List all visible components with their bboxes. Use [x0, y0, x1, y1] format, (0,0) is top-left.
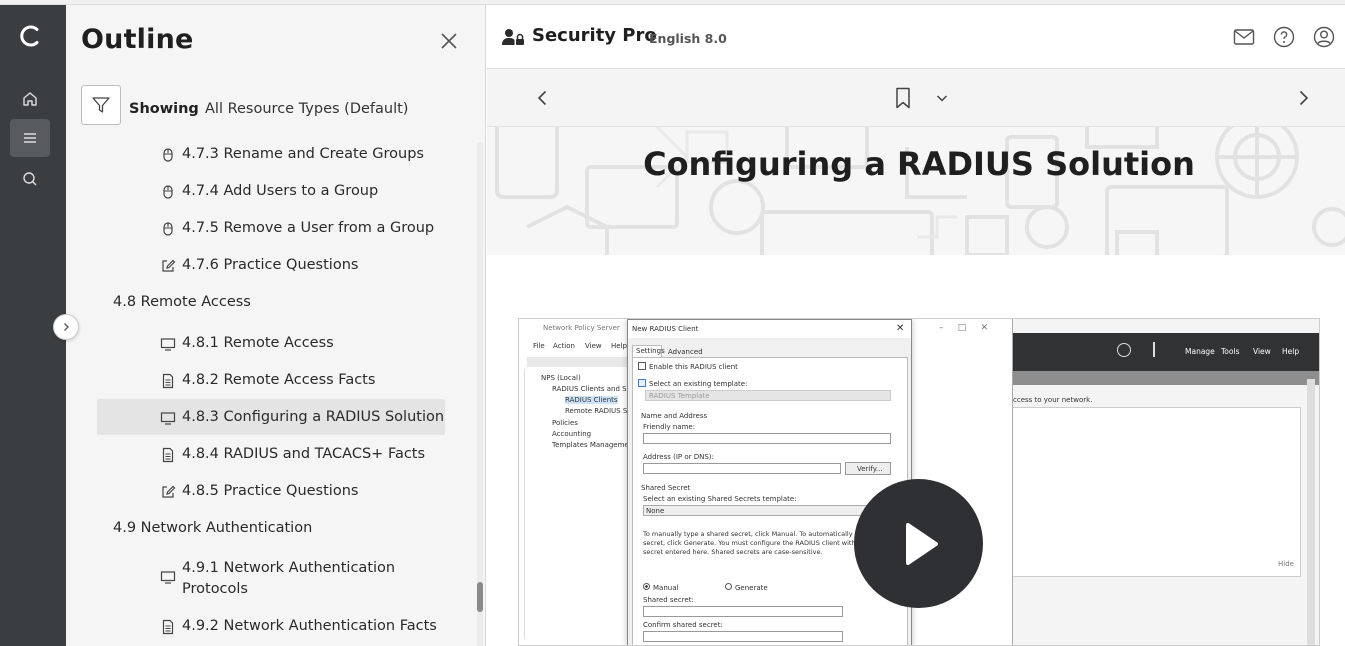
outline-item-selected[interactable]: 4.8.3 Configuring a RADIUS Solution — [160, 407, 445, 428]
play-button[interactable] — [854, 479, 983, 608]
outline-item[interactable]: 4.8.1 Remote Access — [160, 333, 334, 354]
outline-title: Outline — [81, 24, 194, 55]
monitor-icon — [160, 336, 176, 352]
dialog-title: New RADIUS Client — [632, 325, 699, 333]
outline-item-label: 4.7.6 Practice Questions — [182, 257, 359, 273]
home-icon — [23, 92, 37, 106]
outline-item-label: 4.8.1 Remote Access — [182, 335, 334, 351]
flag-icon — [1153, 342, 1155, 357]
server-network-text: ccess to your network. — [1013, 396, 1093, 404]
previous-button[interactable] — [532, 87, 554, 109]
list-icon — [24, 133, 36, 143]
document-icon — [160, 447, 176, 463]
chevron-right-icon — [1299, 90, 1309, 106]
lesson-banner: Configuring a RADIUS Solution — [487, 127, 1345, 255]
bookmark-dropdown-button[interactable] — [931, 87, 953, 109]
outline-item[interactable]: 4.7.5 Remove a User from a Group — [163, 218, 435, 239]
filter-value[interactable]: All Resource Types (Default) — [205, 101, 409, 117]
outline-item[interactable]: 4.8.4 RADIUS and TACACS+ Facts — [162, 444, 426, 465]
user-lock-icon — [501, 25, 525, 49]
outline-item-label: 4.7.3 Rename and Create Groups — [182, 146, 424, 162]
search-button[interactable] — [10, 160, 50, 198]
outline-item-label: 4.8.5 Practice Questions — [182, 483, 359, 499]
chevron-left-icon — [537, 90, 547, 106]
outline-item-label: 4.7.4 Add Users to a Group — [182, 183, 379, 199]
home-button[interactable] — [10, 80, 50, 118]
mail-icon — [1233, 29, 1255, 45]
outline-item-label: 4.7.5 Remove a User from a Group — [182, 220, 435, 236]
lesson-heading: Configuring a RADIUS Solution — [643, 145, 1195, 183]
server-menu-view: View — [1253, 347, 1271, 356]
outline-list: 4.7.3 Rename and Create Groups 4.7.4 Add… — [66, 135, 478, 646]
outline-item-label: 4.9.1 Network Authentication — [182, 560, 396, 576]
app-logo-icon[interactable] — [17, 23, 43, 49]
play-icon — [905, 522, 938, 565]
top-border — [0, 0, 1345, 5]
outline-item-label: 4.8.4 RADIUS and TACACS+ Facts — [182, 446, 426, 462]
app-header: Security Pro English 8.0 — [487, 5, 1345, 69]
refresh-icon — [1117, 343, 1131, 357]
outline-item[interactable]: 4.7.4 Add Users to a Group — [163, 181, 379, 202]
filter-label: Showing — [129, 101, 199, 117]
chevron-down-icon — [936, 95, 948, 102]
expand-panel-button[interactable] — [53, 314, 79, 340]
account-button[interactable] — [1312, 25, 1336, 49]
new-radius-client-dialog: New RADIUS Client ✕ Settings Advanced En… — [627, 319, 912, 645]
outline-item-label-line2: Protocols — [182, 581, 248, 597]
outline-item[interactable]: 4.8.5 Practice Questions — [162, 481, 359, 502]
chevron-right-icon — [64, 323, 69, 331]
outline-button[interactable] — [10, 119, 50, 157]
outline-item-label: 4.8.2 Remote Access Facts — [182, 372, 376, 388]
bookmark-button[interactable] — [892, 86, 914, 109]
outline-item[interactable]: 4.7.3 Rename and Create Groups — [163, 144, 424, 165]
outline-item[interactable]: 4.7.6 Practice Questions — [162, 255, 359, 276]
server-manager-toolbar: Manage Tools View Help — [1009, 333, 1319, 371]
selected-item-highlight — [97, 399, 445, 435]
outline-item-label: 4.8.3 Configuring a RADIUS Solution — [182, 409, 445, 425]
bookmark-icon — [896, 87, 910, 109]
search-icon — [23, 172, 37, 186]
outline-item[interactable]: 4.9.1 Network Authentication Protocols — [160, 558, 396, 600]
tech-pattern-background — [495, 127, 1345, 255]
mouse-icon — [160, 147, 176, 163]
section-remote-access[interactable]: 4.8 Remote Access — [113, 294, 251, 310]
monitor-icon — [160, 410, 176, 426]
lesson-navbar — [487, 69, 1345, 127]
help-button[interactable] — [1272, 25, 1296, 49]
dialog-close-icon: ✕ — [896, 323, 905, 334]
monitor-icon — [160, 569, 176, 585]
messages-button[interactable] — [1232, 25, 1256, 49]
server-menu-tools: Tools — [1221, 347, 1240, 356]
document-icon — [160, 619, 176, 635]
next-button[interactable] — [1292, 87, 1314, 109]
edit-icon — [160, 484, 176, 500]
outline-scrollbar-thumb[interactable] — [477, 582, 483, 612]
main-content: Security Pro English 8.0 — [487, 5, 1345, 646]
outline-item-label: 4.9.2 Network Authentication Facts — [182, 618, 437, 634]
filter-icon — [92, 97, 110, 113]
document-icon — [160, 373, 176, 389]
mouse-icon — [160, 221, 176, 237]
mouse-icon — [160, 184, 176, 200]
server-menu-manage: Manage — [1185, 347, 1215, 356]
close-icon — [441, 33, 457, 49]
outline-scrollbar[interactable] — [477, 142, 483, 646]
app-title: Security Pro — [532, 25, 657, 46]
section-network-authentication[interactable]: 4.9 Network Authentication — [113, 520, 313, 536]
edit-icon — [160, 258, 176, 274]
server-manager-window: Manage Tools View Help ccess to your net… — [1009, 319, 1319, 645]
hide-label: Hide — [1278, 560, 1294, 568]
user-icon — [1313, 26, 1335, 48]
outline-panel: Outline Showing All Resource Types (Defa… — [66, 5, 486, 646]
server-menu-help: Help — [1282, 347, 1300, 356]
help-icon — [1273, 26, 1295, 48]
version-label: English 8.0 — [649, 31, 727, 46]
outline-item[interactable]: 4.9.2 Network Authentication Facts — [162, 616, 437, 637]
close-outline-button[interactable] — [437, 29, 461, 53]
nps-window-title: Network Policy Server — [543, 324, 620, 332]
filter-button[interactable] — [81, 85, 121, 125]
outline-item[interactable]: 4.8.2 Remote Access Facts — [162, 370, 376, 391]
